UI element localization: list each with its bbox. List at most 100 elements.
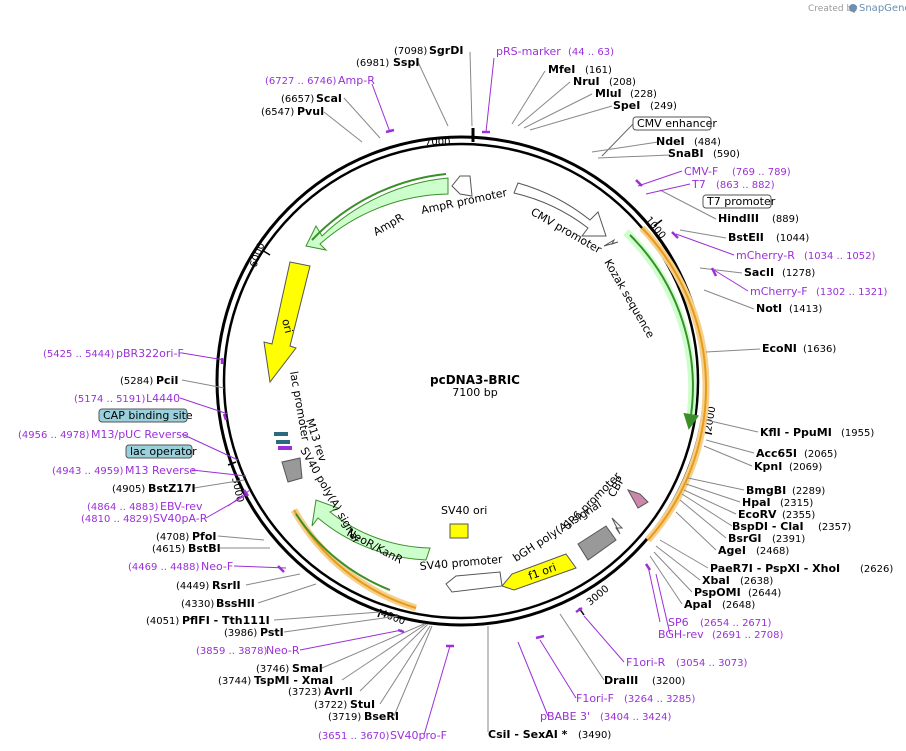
site-smai[interactable]: SmaI [292, 662, 323, 675]
sp6-promoter-arrow[interactable] [611, 517, 624, 535]
site-pos-spei: (249) [650, 101, 677, 112]
primer-neo-r[interactable]: Neo-R [266, 644, 300, 657]
site-nrui[interactable]: NruI [573, 75, 600, 88]
site-bmgbi[interactable]: BmgBI [746, 484, 786, 497]
site-avrii[interactable]: AvrII [324, 685, 353, 698]
site-ndei[interactable]: NdeI [656, 135, 685, 148]
site-pos-kfli-ppumi: (1955) [841, 428, 874, 439]
ampr-arrow[interactable] [305, 177, 449, 251]
ampr-promoter-arrow[interactable] [451, 175, 473, 197]
site-acc65i[interactable]: Acc65I [756, 447, 797, 460]
site-stui[interactable]: StuI [350, 698, 375, 711]
primer-amp-r[interactable]: Amp-R [338, 74, 375, 87]
site-hindiii[interactable]: HindIII [718, 212, 759, 225]
insert-cds-arrow[interactable] [629, 234, 700, 430]
site-sspi[interactable]: SspI [393, 56, 419, 69]
primer-mcherry-f[interactable]: mCherry-F [750, 285, 808, 298]
primer-l4440[interactable]: L4440 [146, 392, 180, 405]
primer-neo-f[interactable]: Neo-F [201, 560, 233, 573]
site-pspomi[interactable]: PspOMI [694, 586, 741, 599]
insert-cds-fill [623, 229, 697, 421]
sv40-polya-box[interactable] [281, 457, 303, 483]
t7-promoter-arrow[interactable] [603, 238, 619, 247]
ampr-cds-line[interactable] [311, 173, 447, 241]
site-pfoi[interactable]: PfoI [192, 530, 217, 543]
bgh-polya-box[interactable] [577, 525, 617, 561]
site-pcii[interactable]: PciI [156, 374, 178, 387]
site-pos-econi: (1636) [803, 344, 836, 355]
site-paer7i-pspxi-xhoi[interactable]: PaeR7I - PspXI - XhoI [710, 562, 840, 575]
sv40-promoter-arrow[interactable] [445, 571, 503, 593]
site-bstbi[interactable]: BstBI [188, 542, 221, 555]
m13-primer-mark [278, 446, 292, 450]
primer-pbabe-3[interactable]: pBABE 3' [540, 710, 590, 723]
cbp-feature[interactable] [626, 489, 649, 509]
primer-mcherry-r[interactable]: mCherry-R [736, 249, 795, 262]
site-tspmi-xmai[interactable]: TspMI - XmaI [254, 674, 333, 687]
primer-pos-bgh-rev: (2691 .. 2708) [712, 630, 784, 641]
primer-sv40pro-f[interactable]: SV40pro-F [390, 729, 447, 742]
primer-bgh-rev[interactable]: BGH-rev [658, 628, 704, 641]
site-snabi[interactable]: SnaBI [668, 147, 704, 160]
site-scai[interactable]: ScaI [316, 92, 342, 105]
site-pvui[interactable]: PvuI [297, 105, 324, 118]
site-spei[interactable]: SpeI [613, 99, 640, 112]
site-sgrdi[interactable]: SgrDI [429, 44, 463, 57]
site-ecorv[interactable]: EcoRV [738, 508, 777, 521]
site-bsrgi[interactable]: BsrGI [728, 532, 761, 545]
ori-arrow[interactable] [263, 261, 311, 384]
site-bspdi-clai[interactable]: BspDI - ClaI [732, 520, 804, 533]
primer-sp6[interactable]: SP6 [668, 616, 689, 629]
primer-cmv-f[interactable]: CMV-F [684, 165, 718, 178]
primer-pos-m13-puc-reverse: (4956 .. 4978) [18, 430, 90, 441]
cap-binding-site-box[interactable] [98, 408, 188, 423]
neor-kanr-arrow[interactable] [311, 499, 431, 561]
primer-pos-m13-reverse: (4943 .. 4959) [52, 466, 124, 477]
site-csii-sexai[interactable]: CsiI - SexAI * [488, 728, 568, 741]
site-bsshii[interactable]: BssHII [216, 597, 255, 610]
site-pos-pspomi: (2644) [748, 588, 781, 599]
cmv-enhancer-label: CMV enhancer [637, 117, 717, 130]
site-rsrii[interactable]: RsrII [212, 579, 241, 592]
site-bseri[interactable]: BseRI [364, 710, 399, 723]
primer-sv40pa-r[interactable]: SV40pA-R [153, 512, 208, 525]
site-xbai[interactable]: XbaI [702, 574, 730, 587]
primer-f1ori-f[interactable]: F1ori-F [576, 692, 614, 705]
site-kfli-ppumi[interactable]: KflI - PpuMI [760, 426, 832, 439]
f1-ori-arrow[interactable] [501, 553, 577, 591]
neor-cds-line[interactable] [295, 513, 391, 591]
primer-prs-marker[interactable]: pRS-marker [496, 45, 561, 58]
site-pos-draiii: (3200) [652, 676, 685, 687]
credit-brand[interactable]: SnapGene [859, 3, 906, 14]
site-bsteii[interactable]: BstEII [728, 231, 764, 244]
site-kpni[interactable]: KpnI [754, 460, 782, 473]
site-pos-hpai: (2315) [780, 498, 813, 509]
site-bstz17i[interactable]: BstZ17I [148, 482, 196, 495]
site-pflfi-tth111i[interactable]: PflFI - Tth111I [182, 614, 270, 627]
primer-pbr322ori-f[interactable]: pBR322ori-F [116, 347, 184, 360]
site-draiii[interactable]: DraIII [604, 674, 638, 687]
primer-f1ori-r[interactable]: F1ori-R [626, 656, 666, 669]
site-agei[interactable]: AgeI [718, 544, 746, 557]
primer-t7[interactable]: T7 [691, 178, 706, 191]
site-econi[interactable]: EcoNI [762, 342, 797, 355]
primer-m13-puc-reverse[interactable]: M13/pUC Reverse [91, 428, 189, 441]
lac-operator-box[interactable] [125, 444, 193, 459]
site-hpai[interactable]: HpaI [742, 496, 771, 509]
primer-m13-reverse[interactable]: M13 Reverse [125, 464, 196, 477]
site-pos-rsrii: (4449) [176, 581, 209, 592]
insert-orf-line[interactable] [641, 227, 708, 541]
primer-ebv-rev[interactable]: EBV-rev [160, 500, 203, 513]
site-mfei[interactable]: MfeI [548, 63, 575, 76]
t7-promoter-box[interactable] [702, 194, 772, 209]
primer-pos-sv40pro-f: (3651 .. 3670) [318, 731, 390, 742]
site-noti[interactable]: NotI [756, 302, 782, 315]
site-sacii[interactable]: SacII [744, 266, 774, 279]
site-mlui[interactable]: MluI [595, 87, 622, 100]
site-apai[interactable]: ApaI [684, 598, 712, 611]
cmv-enhancer-box[interactable] [632, 116, 712, 131]
cmv-promoter-arrow[interactable] [513, 182, 607, 237]
sv40-ori-box[interactable] [449, 523, 469, 539]
site-psti[interactable]: PstI [260, 626, 284, 639]
